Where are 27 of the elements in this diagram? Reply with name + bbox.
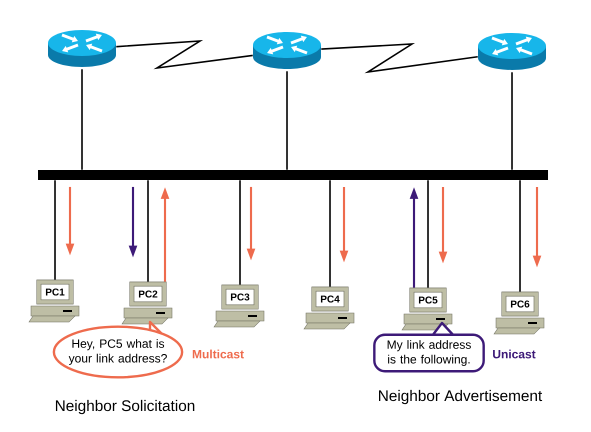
router [478,33,546,70]
cable [81,69,83,170]
cable [427,180,429,288]
computer: PC6 [494,292,544,334]
computer: PC1 [28,280,80,322]
computer: PC2 [122,282,172,324]
router [48,30,116,67]
ethernet-bus [38,170,548,180]
cable [329,180,331,287]
computer: PC3 [214,284,264,328]
caption-label: Neighbor Advertisement [379,390,542,404]
speech-bubble: Hey, PC5 what is your link address? [52,320,184,379]
serial-link [321,43,478,74]
cable [239,180,241,285]
cable [147,180,149,282]
cable [519,180,521,292]
computer: PC4 [304,286,354,330]
serial-link [116,40,253,70]
cable [54,180,56,280]
cable [286,71,288,170]
cable [511,72,513,170]
cast-type-label: Unicast [493,350,536,358]
computer: PC5 [402,288,452,330]
caption-label: Neighbor Solicitation [56,400,194,414]
speech-bubble: My link address is the following. [373,322,485,372]
router [253,32,321,69]
cast-type-label: Multicast [192,350,244,358]
